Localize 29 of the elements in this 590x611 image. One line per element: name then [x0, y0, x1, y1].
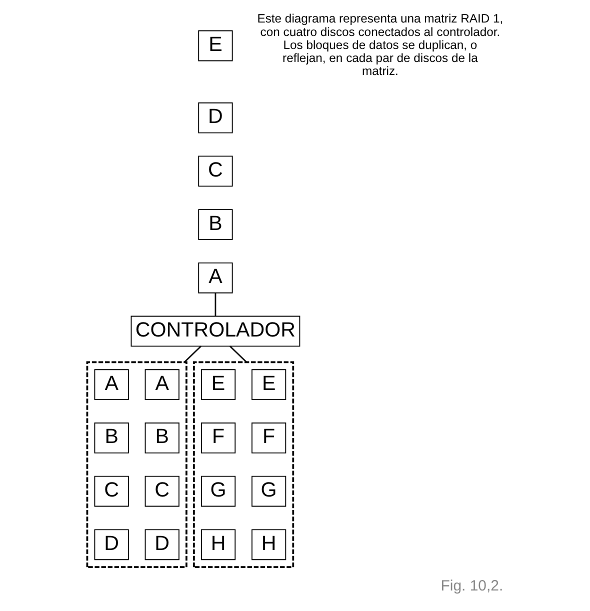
connector: [229, 346, 246, 363]
node-box: H: [200, 529, 236, 560]
connector: [183, 346, 201, 363]
node-box: A: [198, 262, 232, 294]
node-box: CONTROLADOR: [130, 316, 300, 347]
cluster: [192, 361, 294, 568]
node-box: F: [200, 422, 236, 454]
node-box: B: [144, 422, 179, 454]
node-box: G: [200, 476, 236, 507]
node-box: C: [144, 476, 179, 507]
node-box: E: [200, 369, 236, 400]
node-box: A: [94, 369, 128, 400]
connector: [214, 292, 216, 316]
node-box: H: [251, 529, 286, 560]
cluster: [86, 361, 187, 568]
node-box: G: [251, 476, 286, 507]
node-box: C: [94, 476, 128, 507]
node-box: B: [198, 209, 232, 240]
node-box: E: [198, 30, 232, 62]
node-box: D: [144, 529, 179, 560]
node-box: D: [198, 102, 232, 134]
node-box: D: [94, 529, 128, 560]
node-box: E: [251, 369, 286, 400]
node-box: C: [198, 156, 232, 187]
caption: Fig. 10,2.: [440, 577, 503, 594]
label: Este diagrama representa una matriz RAID 1, con cuatro discos conectados al controlador. Los bloques de datos se duplican, o reflejan, en cada par de discos de la matriz.: [256, 12, 503, 78]
node-box: F: [251, 422, 286, 454]
node-box: A: [144, 369, 179, 400]
node-box: B: [94, 422, 128, 454]
